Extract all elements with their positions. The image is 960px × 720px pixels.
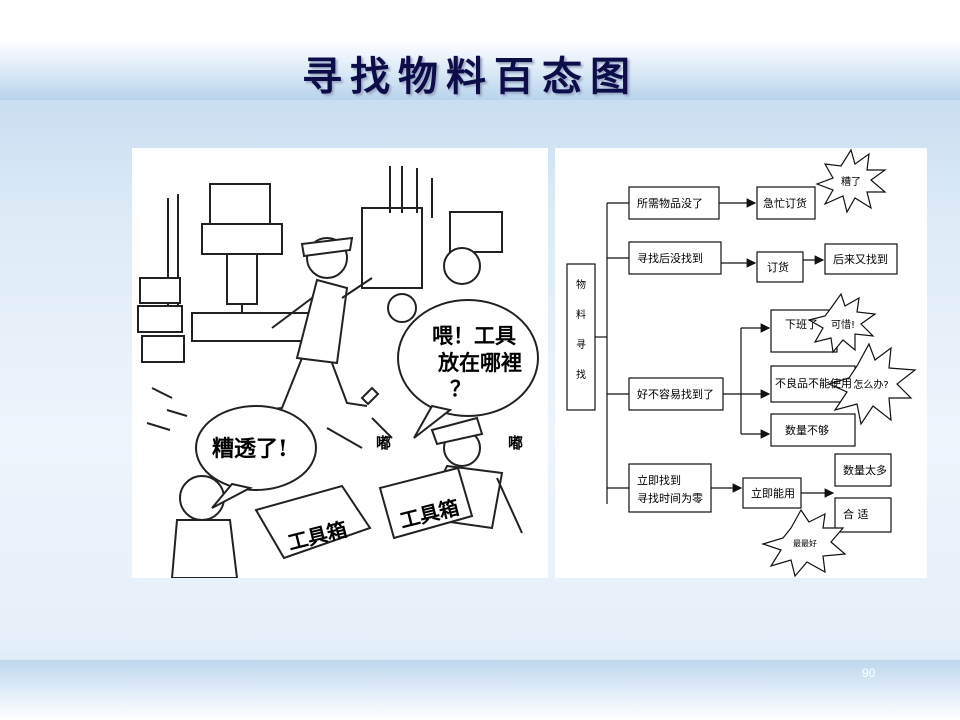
- branch3-outcome-3: 数量不够: [785, 424, 829, 437]
- flowchart-panel: 物 料 寻 找 所需物品没了 急忙订货 糟了 寻找后没找到 订货 后来又找到 好…: [555, 148, 927, 578]
- burst-branch4: [761, 508, 847, 578]
- branch4-outcome-1: 数量太多: [843, 463, 887, 477]
- header-band: [0, 0, 960, 100]
- branch3-burst-a-text: 可惜!: [831, 318, 855, 331]
- branch1-next: 急忙订货: [763, 196, 807, 210]
- cartoon-drawing: 喂！工具 放在哪裡 ？ 糟透了! 嘟 嘟 工具箱 工具箱: [137, 166, 539, 579]
- page-number: 90: [862, 666, 876, 680]
- branch3-burst-b-text: 怎么办?: [853, 378, 888, 391]
- root-char-3: 寻: [576, 339, 586, 351]
- branch3-label: 好不容易找到了: [637, 387, 714, 401]
- root-char-1: 物: [576, 278, 586, 291]
- branch2-next: 订货: [767, 260, 789, 274]
- bubble-left-text: 糟透了!: [212, 436, 288, 462]
- branch3-outcome-2: 不良品不能使用: [775, 376, 852, 390]
- branch2-next2: 后来又找到: [833, 252, 888, 266]
- branch2-label: 寻找后没找到: [637, 251, 703, 265]
- slide-title: 寻找物料百态图: [302, 53, 638, 100]
- sfx-1: 嘟: [376, 434, 391, 452]
- flowchart: 物 料 寻 找 所需物品没了 急忙订货 糟了 寻找后没找到 订货 后来又找到 好…: [566, 148, 917, 578]
- branch4-outcome-2: 合 适: [843, 507, 869, 521]
- bubble-line-3: ？: [450, 376, 471, 401]
- bubble-line-1: 喂！工具: [432, 323, 516, 348]
- branch4-next: 立即能用: [751, 486, 795, 500]
- root-box: [566, 263, 596, 411]
- cartoon-illustration: 喂！工具 放在哪裡 ？ 糟透了! 嘟 嘟 工具箱 工具箱: [132, 148, 548, 579]
- burst-branch3b: [827, 342, 917, 426]
- branch1-label: 所需物品没了: [637, 196, 703, 210]
- branch4-label-line1: 立即找到: [637, 473, 681, 487]
- root-char-4: 找: [576, 368, 586, 381]
- bubble-line-2: 放在哪裡: [437, 350, 522, 375]
- branch1-burst-text: 糟了: [841, 175, 861, 188]
- sfx-2: 嘟: [508, 434, 523, 452]
- branch3-outcome-1: 下班了: [785, 318, 818, 331]
- branch4-burst-text: 最最好: [793, 538, 817, 548]
- branch4-label-line2: 寻找时间为零: [637, 491, 703, 505]
- burst-branch3a: [807, 292, 877, 354]
- burst-branch1: [815, 148, 887, 214]
- root-char-2: 料: [576, 308, 586, 321]
- footer-band: [0, 660, 960, 720]
